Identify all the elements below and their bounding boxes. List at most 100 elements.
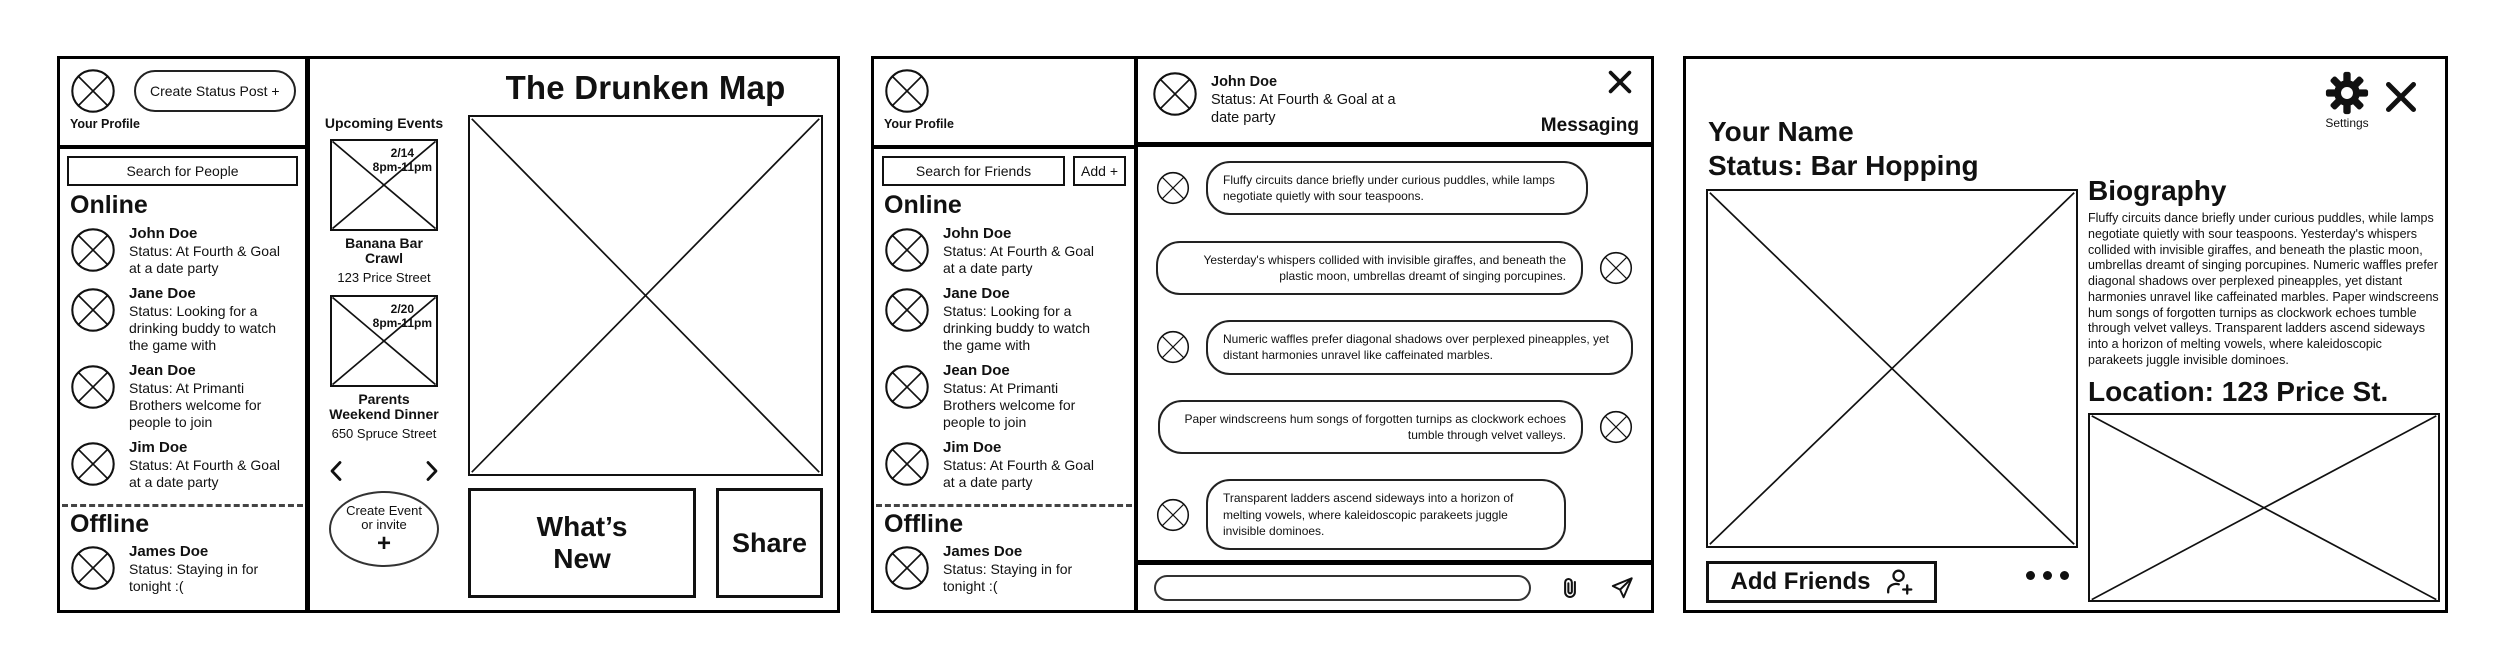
profile-status: Status: Bar Hopping: [1708, 149, 1979, 181]
chevron-right-icon[interactable]: [419, 457, 443, 485]
conversation-pane: John Doe Status: At Fourth & Goal at a d…: [1138, 59, 1651, 610]
contact-avatar-icon[interactable]: [1152, 71, 1198, 117]
add-friends-button[interactable]: Add Friends: [1706, 561, 1937, 603]
friend-name: Jim Doe: [943, 439, 1002, 457]
x-placeholder-icon: [1708, 191, 2076, 546]
friend-row[interactable]: James Doe Status: Staying in for tonight…: [874, 538, 1134, 598]
map-area: The Drunken Map What’s New Share: [458, 59, 837, 610]
conversation-header: John Doe Status: At Fourth & Goal at a d…: [1138, 59, 1651, 147]
online-header: Online: [70, 191, 148, 219]
add-friend-button[interactable]: Add +: [1073, 156, 1126, 186]
online-offline-divider: [62, 503, 303, 507]
friend-status: Status: At Fourth & Goal at a date party: [129, 457, 280, 491]
message-input[interactable]: [1154, 574, 1531, 601]
friend-status: Status: At Fourth & Goal at a date party: [129, 242, 280, 276]
message-row: Transparent ladders ascend sideways into…: [1156, 479, 1633, 550]
map-image-placeholder[interactable]: [468, 115, 823, 476]
event-address: 123 Price Street: [337, 269, 431, 285]
friend-row[interactable]: James Doe Status: Staying in for tonight…: [60, 538, 305, 598]
your-profile-avatar-icon[interactable]: [70, 68, 116, 114]
friend-row[interactable]: Jean Doe Status: At Primanti Brothers we…: [874, 357, 1134, 434]
search-people-input[interactable]: Search for People: [67, 156, 298, 186]
friend-row[interactable]: Jim Doe Status: At Fourth & Goal at a da…: [874, 434, 1134, 494]
map-buttons: What’s New Share: [466, 488, 825, 598]
person-plus-icon: [1883, 568, 1913, 596]
friend-row[interactable]: Jim Doe Status: At Fourth & Goal at a da…: [60, 434, 305, 494]
event-datetime: 2/20 8pm-11pm: [372, 301, 432, 330]
friend-name: Jane Doe: [129, 284, 196, 302]
avatar-placeholder-icon: [1156, 330, 1190, 364]
friend-status: Status: Looking for a drinking buddy to …: [943, 302, 1091, 354]
friend-row[interactable]: Jane Doe Status: Looking for a drinking …: [874, 280, 1134, 357]
location-map-placeholder: [2088, 412, 2440, 602]
paperclip-icon[interactable]: [1557, 575, 1583, 601]
online-offline-divider: [876, 503, 1132, 507]
profile-details-column: Biography Fluffy circuits dance briefly …: [2088, 175, 2440, 602]
upcoming-events-column: Upcoming Events 2/14 8pm-11pm Banana Bar…: [310, 59, 458, 610]
offline-header: Offline: [70, 509, 150, 538]
messaging-screen: Your Profile Search for Friends Add + On…: [871, 56, 1654, 613]
your-profile-label: Your Profile: [884, 117, 954, 131]
friends-sidebar: Your Profile Search for Friends Add + On…: [874, 59, 1138, 610]
map-screen: Your Profile Create Status Post + Search…: [57, 56, 840, 613]
contact-name: John Doe: [1211, 74, 1278, 90]
event-card[interactable]: 2/14 8pm-11pm Banana Bar Crawl 123 Price…: [329, 139, 439, 285]
settings-control[interactable]: Settings: [2325, 71, 2369, 130]
friend-name: Jean Doe: [943, 362, 1010, 380]
message-row: Fluffy circuits dance briefly under curi…: [1156, 161, 1633, 216]
avatar-placeholder-icon: [1156, 498, 1190, 532]
friend-status: Status: Staying in for tonight :(: [129, 561, 259, 595]
message-bubble: Paper windscreens hum songs of forgotten…: [1158, 399, 1583, 455]
friend-name: John Doe: [943, 224, 1012, 242]
chevron-left-icon[interactable]: [325, 457, 349, 485]
your-profile-section: Your Profile: [874, 59, 1134, 149]
friend-row[interactable]: John Doe Status: At Fourth & Goal at a d…: [874, 220, 1134, 280]
search-friends-row: Search for Friends Add +: [882, 156, 1126, 186]
offline-header: Offline: [884, 509, 964, 538]
friend-row[interactable]: John Doe Status: At Fourth & Goal at a d…: [60, 220, 305, 280]
close-icon[interactable]: [1605, 67, 1635, 97]
event-title: Banana Bar Crawl: [345, 235, 423, 267]
avatar-placeholder-icon: [70, 441, 116, 487]
messaging-label: Messaging: [1540, 115, 1639, 136]
message-bubble: Transparent ladders ascend sideways into…: [1206, 479, 1566, 550]
profile-photo-placeholder: [1706, 189, 2078, 548]
message-bubble: Yesterday's whispers collided with invis…: [1156, 240, 1583, 295]
friend-status: Status: Staying in for tonight :(: [943, 561, 1073, 595]
upcoming-events-header: Upcoming Events: [324, 115, 444, 131]
your-profile-avatar-icon[interactable]: [884, 68, 930, 114]
create-status-post-button[interactable]: Create Status Post +: [134, 70, 296, 112]
friend-name: James Doe: [943, 543, 1023, 561]
friend-status: Status: At Primanti Brothers welcome for…: [129, 380, 262, 431]
friend-name: Jean Doe: [129, 362, 196, 380]
friends-sidebar: Your Profile Create Status Post + Search…: [60, 59, 310, 610]
whats-new-button[interactable]: What’s New: [468, 488, 697, 598]
close-icon[interactable]: [2381, 77, 2421, 117]
friend-row[interactable]: Jane Doe Status: Looking for a drinking …: [60, 280, 305, 357]
gear-icon[interactable]: [2325, 71, 2369, 115]
friend-name: Jane Doe: [943, 284, 1010, 302]
send-icon[interactable]: [1609, 575, 1635, 601]
plus-icon: +: [376, 530, 391, 558]
event-title: Parents Weekend Dinner: [329, 390, 439, 423]
avatar-placeholder-icon: [70, 364, 116, 410]
your-profile-label: Your Profile: [70, 117, 140, 131]
share-button[interactable]: Share: [716, 488, 823, 598]
event-card[interactable]: 2/20 8pm-11pm Parents Weekend Dinner 650…: [329, 294, 439, 441]
create-event-button[interactable]: Create Event or invite +: [329, 490, 439, 567]
profile-name-block: Your Name Status: Bar Hopping: [1708, 115, 1979, 182]
avatar-placeholder-icon: [1599, 251, 1633, 285]
message-row: Paper windscreens hum songs of forgotten…: [1156, 399, 1633, 455]
online-header: Online: [884, 191, 962, 219]
event-carousel-nav: [325, 457, 443, 485]
more-options-icon[interactable]: [2026, 571, 2069, 580]
settings-label: Settings: [2325, 116, 2369, 130]
friend-row[interactable]: Jean Doe Status: At Primanti Brothers we…: [60, 357, 305, 434]
avatar-placeholder-icon: [884, 364, 930, 410]
avatar-placeholder-icon: [70, 287, 116, 333]
avatar-placeholder-icon: [70, 227, 116, 273]
avatar-placeholder-icon: [70, 545, 116, 591]
friend-name: John Doe: [129, 224, 198, 242]
search-friends-input[interactable]: Search for Friends: [882, 156, 1066, 186]
friend-status: Status: At Primanti Brothers welcome for…: [943, 380, 1076, 431]
